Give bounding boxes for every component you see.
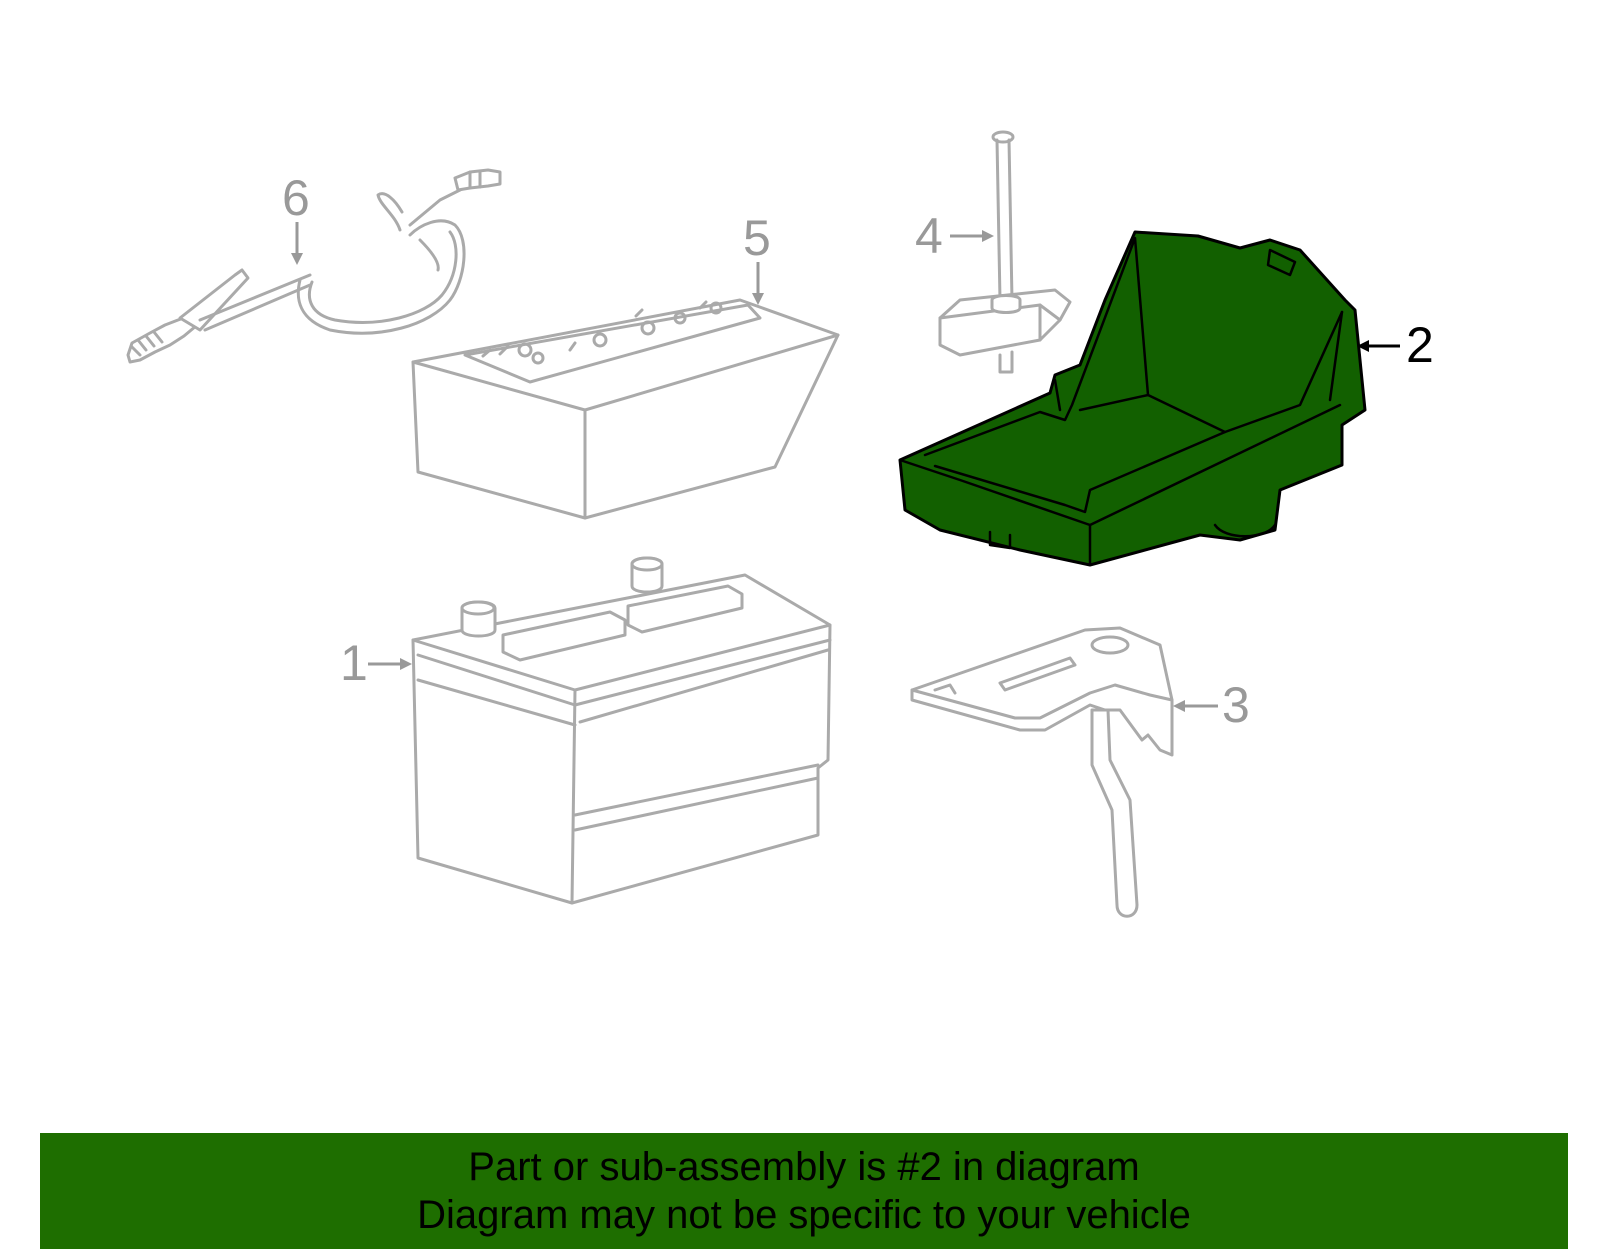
callout-4-number: 4	[915, 208, 943, 264]
callout-5: 5	[743, 210, 771, 305]
part-3-bracket	[910, 626, 1174, 918]
callout-6-number: 6	[282, 170, 310, 226]
part-1-battery	[411, 556, 832, 905]
banner-line-1: Part or sub-assembly is #2 in diagram	[468, 1145, 1140, 1189]
info-banner: Part or sub-assembly is #2 in diagram Di…	[40, 1133, 1568, 1249]
part-4-hold-down	[938, 130, 1072, 374]
callout-3: 3	[1173, 677, 1250, 733]
callout-2: 2	[1357, 317, 1434, 373]
part-2-battery-tray	[898, 230, 1367, 567]
banner-line-2: Diagram may not be specific to your vehi…	[417, 1193, 1191, 1237]
callout-6: 6	[282, 170, 310, 265]
callout-3-number: 3	[1222, 677, 1250, 733]
callout-4: 4	[915, 208, 994, 264]
callout-2-number: 2	[1406, 317, 1434, 373]
callout-1-number: 1	[340, 635, 368, 691]
callout-5-number: 5	[743, 210, 771, 266]
part-5-cover	[411, 298, 840, 520]
callout-1: 1	[340, 635, 412, 691]
part-6-cable	[126, 168, 502, 364]
